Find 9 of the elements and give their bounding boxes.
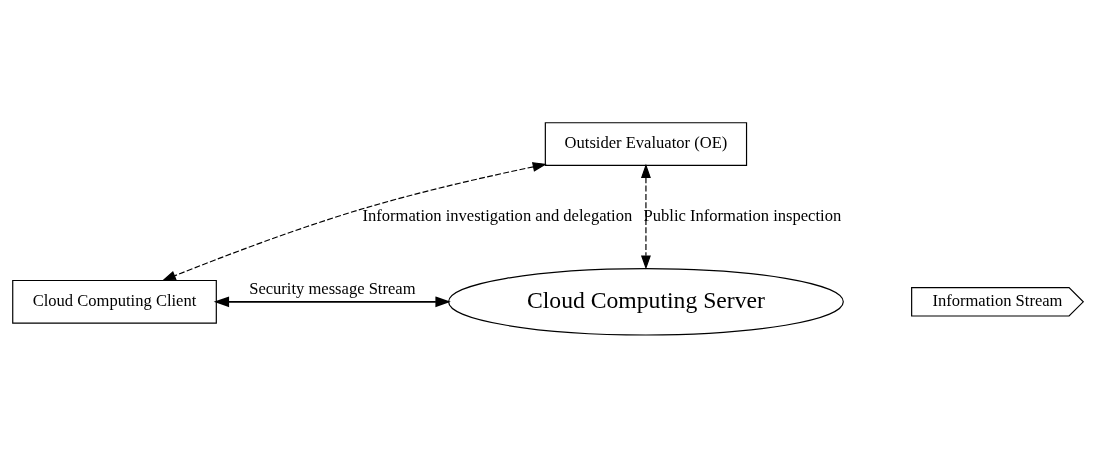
node-ellipse: Cloud Computing Server: [448, 267, 844, 336]
arrow: [640, 163, 651, 270]
arrow: [161, 161, 547, 281]
edge-label: Security message Stream: [249, 278, 416, 298]
edge-label: Information investigation and delegation: [362, 205, 633, 225]
edge-label: Public Information inspection: [643, 205, 842, 225]
node-box: Outsider Evaluator (OE): [544, 121, 748, 166]
node-box: Cloud Computing Client: [12, 279, 217, 324]
arrow: [213, 295, 451, 307]
